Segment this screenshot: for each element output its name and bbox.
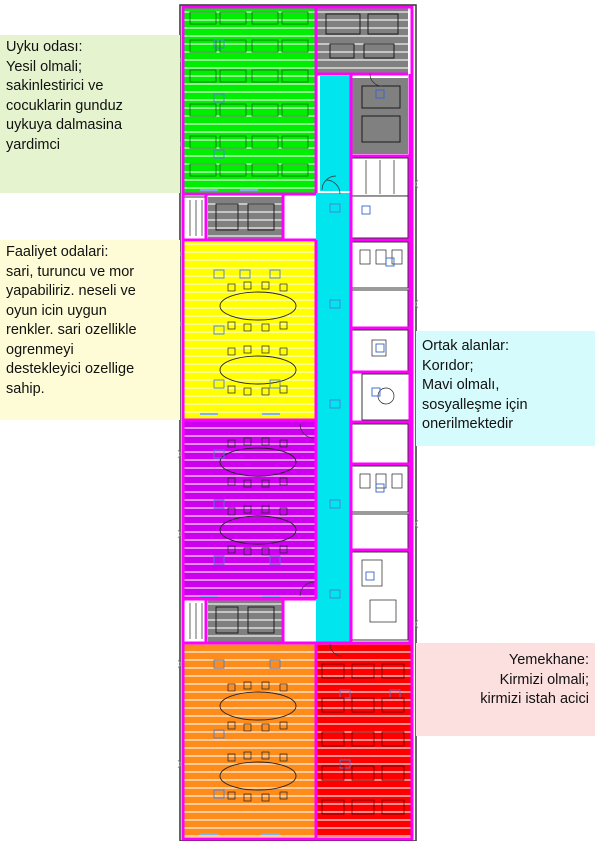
wet-area-details <box>189 160 403 639</box>
corridor-main <box>316 193 350 642</box>
shelf-marks <box>213 39 401 799</box>
note-line: Ortak alanlar: <box>422 338 510 354</box>
note-line: Yesil olmali; <box>6 58 83 75</box>
note-line: Uyku odası: <box>6 39 83 55</box>
note-line: kirmizi istah acici <box>480 691 589 707</box>
note-line: cocuklarin gunduz <box>6 97 123 114</box>
activity-tables <box>219 291 297 791</box>
note-line: Yemekhane: <box>508 652 589 668</box>
note-line: sari, turuncu ve mor <box>6 263 135 280</box>
note-line: sosyalleşme için <box>422 396 528 413</box>
note-line: sakinlestirici ve <box>6 78 104 94</box>
fixture-blue-marks <box>361 89 395 581</box>
note-line: yapabiliriz. neseli ve <box>6 283 136 299</box>
window-marks <box>200 189 280 835</box>
activity-chairs <box>227 281 288 802</box>
note-line: uykuya dalmasina <box>6 117 123 133</box>
note-line: Korıdor; <box>422 357 474 374</box>
note-line: renkler. sari ozellikle <box>6 322 137 338</box>
note-dining-hall: Yemekhane: Kirmizi olmali; kirmizi istah… <box>416 643 595 736</box>
note-line: Kirmizi olmali; <box>499 671 589 688</box>
note-line: destekleyici ozellige <box>6 361 135 377</box>
note-line: yardimci <box>6 136 60 153</box>
doors <box>299 73 383 657</box>
note-line: oyun icin uygun <box>6 302 107 319</box>
note-line: Mavi olmalı, <box>422 377 500 393</box>
corridor-upper <box>320 76 350 191</box>
note-line: onerilmektedir <box>422 416 514 432</box>
note-common-areas: Ortak alanlar: Korıdor; Mavi olmalı, sos… <box>416 331 595 446</box>
note-line: ogrenmeyi <box>6 341 74 358</box>
note-sleep-room: Uyku odası: Yesil olmali; sakinlestirici… <box>0 35 180 193</box>
dining-tables <box>321 663 405 815</box>
note-line: Faaliyet odalari: <box>6 244 109 260</box>
walls <box>181 5 414 841</box>
note-line: sahip. <box>6 380 45 397</box>
sleep-room-beds <box>189 11 309 177</box>
note-activity-rooms: Faaliyet odalari: sari, turuncu ve mor y… <box>0 240 180 420</box>
